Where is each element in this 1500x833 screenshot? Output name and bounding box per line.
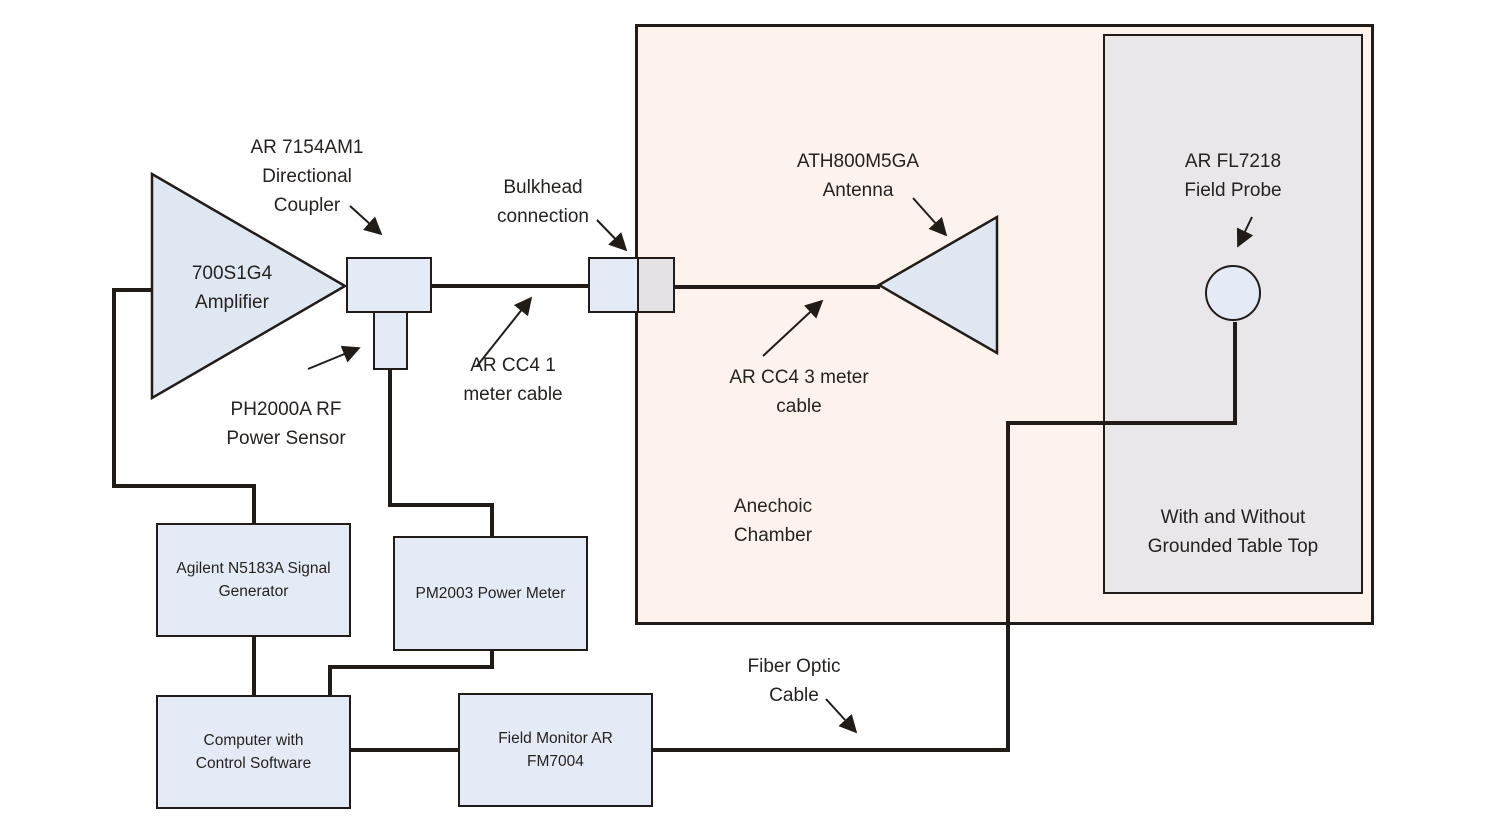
signal-generator-box: Agilent N5183A Signal Generator bbox=[156, 523, 351, 637]
bulkhead-connector-inner bbox=[637, 257, 675, 313]
computer-box: Computer with Control Software bbox=[156, 695, 351, 809]
power-meter-box: PM2003 Power Meter bbox=[393, 536, 588, 651]
power-meter-label: PM2003 Power Meter bbox=[415, 585, 566, 602]
cable-power-meter-to-computer bbox=[328, 650, 494, 696]
directional-coupler-box bbox=[346, 257, 432, 313]
anechoic-chamber-label: Anechoic Chamber bbox=[733, 496, 813, 546]
antenna-label: ATH800M5GA Antenna bbox=[796, 151, 920, 201]
antenna-callout-arrow bbox=[912, 197, 948, 237]
cable-sensor-to-power-meter bbox=[388, 368, 494, 537]
table-top-label: With and Without Grounded Table Top bbox=[1147, 507, 1319, 557]
probe-callout-arrow bbox=[1236, 216, 1254, 248]
antenna-triangle bbox=[876, 214, 999, 356]
fiber-optic-cable bbox=[652, 322, 1237, 752]
cable-1m-label: AR CC4 1 meter cable bbox=[463, 355, 563, 405]
coupler-callout-arrow bbox=[349, 205, 383, 236]
power-sensor-label: PH2000A RF Power Sensor bbox=[226, 399, 346, 449]
computer-label: Computer with Control Software bbox=[195, 732, 312, 772]
sensor-callout-arrow bbox=[307, 345, 361, 370]
cable-amplifier-to-signal-generator bbox=[112, 288, 256, 524]
field-monitor-box: Field Monitor AR FM7004 bbox=[458, 693, 653, 807]
fiber-callout-arrow bbox=[825, 698, 858, 734]
field-probe-label: AR FL7218 Field Probe bbox=[1184, 151, 1282, 201]
field-probe-circle bbox=[1205, 265, 1261, 321]
bulkhead-connector-outer bbox=[588, 257, 639, 313]
amplifier-label: 700S1G4 Amplifier bbox=[191, 263, 273, 313]
signal-generator-label: Agilent N5183A Signal Generator bbox=[176, 560, 331, 600]
bulkhead-connection-label: Bulkhead connection bbox=[497, 177, 589, 227]
amplifier-triangle bbox=[150, 171, 348, 401]
field-monitor-label: Field Monitor AR FM7004 bbox=[498, 730, 613, 770]
bulkhead-callout-arrow bbox=[596, 219, 628, 252]
fiber-optic-cable-label: Fiber Optic Cable bbox=[747, 656, 841, 706]
cable-3m-label: AR CC4 3 meter cable bbox=[729, 367, 869, 417]
directional-coupler-label: AR 7154AM1 Directional Coupler bbox=[250, 137, 364, 216]
power-sensor-box bbox=[373, 311, 408, 370]
cable-3m-callout-arrow bbox=[762, 299, 824, 357]
cable-1m-callout-arrow bbox=[476, 296, 533, 367]
